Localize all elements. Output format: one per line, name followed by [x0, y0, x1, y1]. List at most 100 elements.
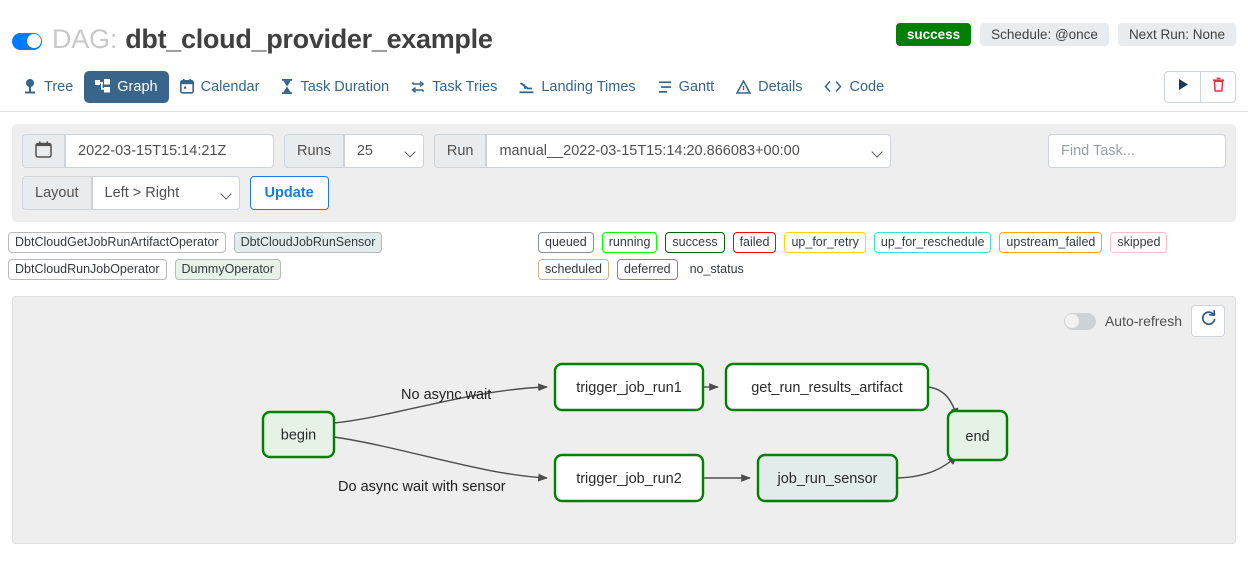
layout-group: Layout Left > Right: [22, 176, 240, 210]
legend-status-no-status[interactable]: no_status: [689, 262, 744, 276]
tree-icon: [23, 79, 37, 94]
edge-begin-to-trigger2: [333, 436, 548, 482]
legend-status-success[interactable]: success: [665, 232, 725, 253]
toolbar-row-secondary: Layout Left > Right Update: [22, 176, 1226, 210]
header-badges: success Schedule: @once Next Run: None: [895, 22, 1236, 46]
execution-date-input[interactable]: 2022-03-15T15:14:21Z: [65, 134, 274, 168]
graph-canvas[interactable]: Auto-refresh No async wait Do async wait…: [12, 296, 1236, 544]
node-get-run-results-artifact[interactable]: get_run_results_artifact: [724, 362, 930, 412]
tab-calendar[interactable]: Calendar: [169, 71, 271, 103]
refresh-icon: [1200, 309, 1217, 332]
landing-icon: [519, 80, 534, 94]
update-button[interactable]: Update: [249, 176, 329, 210]
calendar-button[interactable]: [22, 134, 65, 168]
refresh-button[interactable]: [1191, 305, 1225, 337]
legend-status-up-for-retry[interactable]: up_for_retry: [784, 232, 866, 253]
node-label: end: [965, 429, 989, 445]
calendar-icon: [35, 140, 52, 162]
node-label: trigger_job_run1: [576, 380, 682, 396]
tab-label: Gantt: [678, 78, 715, 95]
runs-group: Runs 25: [284, 134, 424, 168]
code-icon: [824, 80, 842, 93]
tab-tree[interactable]: Tree: [12, 71, 84, 103]
node-label: get_run_results_artifact: [751, 380, 903, 396]
legend-status-up-for-reschedule[interactable]: up_for_reschedule: [873, 232, 992, 253]
legend-operator-chip[interactable]: DbtCloudJobRunSensor: [233, 232, 383, 253]
tab-label: Tree: [44, 78, 74, 95]
graph-edge-labels: No async wait Do async wait with sensor: [338, 387, 506, 495]
node-end[interactable]: end: [946, 409, 1009, 462]
legend-status-deferred[interactable]: deferred: [617, 259, 678, 280]
dag-pause-toggle[interactable]: [12, 32, 42, 50]
legend-status-queued[interactable]: queued: [538, 232, 594, 253]
delete-dag-button[interactable]: [1200, 70, 1236, 103]
retry-icon: [411, 80, 425, 94]
legend-status-upstream-failed[interactable]: upstream_failed: [999, 232, 1103, 253]
hourglass-icon: [281, 79, 293, 94]
status-badge: success: [895, 22, 972, 46]
legend-status-scheduled[interactable]: scheduled: [538, 259, 609, 280]
tab-label: Task Tries: [432, 78, 498, 95]
graph-nodes[interactable]: begin trigger_job_run1 get_run_results_a…: [261, 362, 1009, 503]
tab-code[interactable]: Code: [813, 71, 895, 103]
node-job-run-sensor[interactable]: job_run_sensor: [756, 453, 899, 503]
edge-label: Do async wait with sensor: [338, 479, 506, 495]
toolbar-row-primary: 2022-03-15T15:14:21Z Runs 25 Run manual_…: [22, 134, 1226, 168]
edge-sensor-to-end: [896, 455, 958, 479]
run-select[interactable]: manual__2022-03-15T15:14:20.866083+00:00: [486, 134, 892, 168]
tab-label: Landing Times: [541, 78, 636, 95]
calendar-icon: [179, 79, 194, 94]
tab-label: Graph: [117, 78, 158, 95]
node-trigger-job-run2[interactable]: trigger_job_run2: [553, 453, 705, 503]
tab-landing-times[interactable]: Landing Times: [508, 71, 646, 103]
legend-operator-chip[interactable]: DbtCloudRunJobOperator: [8, 259, 167, 280]
graph-icon: [95, 79, 111, 94]
tab-label: Details: [758, 78, 803, 95]
node-begin[interactable]: begin: [261, 410, 336, 459]
run-group: Run manual__2022-03-15T15:14:20.866083+0…: [433, 134, 892, 168]
next-run-badge: Next Run: None: [1117, 22, 1236, 46]
run-toolbar: 2022-03-15T15:14:21Z Runs 25 Run manual_…: [12, 124, 1236, 222]
page-header: DAG: dbt_cloud_provider_example success …: [0, 0, 1248, 62]
page-title: dbt_cloud_provider_example: [125, 23, 493, 54]
gantt-icon: [658, 80, 672, 94]
node-label: trigger_job_run2: [576, 471, 682, 487]
tab-label: Task Duration: [300, 78, 390, 95]
tab-details[interactable]: Details: [725, 71, 813, 103]
dag-word-label: DAG:: [52, 23, 118, 54]
tab-task-duration[interactable]: Task Duration: [270, 71, 400, 103]
legend-status-failed[interactable]: failed: [732, 232, 777, 253]
warning-triangle-icon: [736, 79, 752, 94]
execution-date-group: 2022-03-15T15:14:21Z: [22, 134, 274, 168]
tab-task-tries[interactable]: Task Tries: [400, 71, 508, 103]
legend: DbtCloudGetJobRunArtifactOperator DbtClo…: [0, 222, 1248, 288]
dag-graph[interactable]: No async wait Do async wait with sensor …: [13, 297, 1235, 544]
graph-controls: Auto-refresh: [1063, 305, 1225, 337]
trash-icon: [1212, 77, 1225, 97]
layout-label: Layout: [22, 176, 92, 210]
legend-status-skipped[interactable]: skipped: [1110, 232, 1168, 253]
view-tabs: Tree Graph Calendar Task Duration Task T…: [0, 62, 1248, 112]
layout-select[interactable]: Left > Right: [91, 176, 240, 210]
schedule-badge[interactable]: Schedule: @once: [980, 22, 1109, 46]
trigger-dag-button[interactable]: [1164, 70, 1200, 103]
legend-status-running[interactable]: running: [601, 232, 658, 253]
node-label: begin: [281, 428, 316, 444]
play-icon: [1177, 78, 1189, 96]
run-label: Run: [433, 134, 487, 168]
legend-operator-chip[interactable]: DbtCloudGetJobRunArtifactOperator: [8, 232, 226, 253]
runs-label: Runs: [284, 134, 344, 168]
legend-operator-chip[interactable]: DummyOperator: [174, 259, 281, 280]
node-trigger-job-run1[interactable]: trigger_job_run1: [553, 362, 705, 412]
auto-refresh-label: Auto-refresh: [1104, 313, 1182, 329]
tab-graph[interactable]: Graph: [84, 70, 169, 103]
dag-actions: [1164, 70, 1236, 103]
tab-label: Calendar: [200, 78, 260, 95]
auto-refresh-toggle[interactable]: [1063, 312, 1096, 330]
find-task-input[interactable]: Find Task...: [1048, 134, 1226, 168]
edge-begin-to-trigger1: [333, 383, 548, 424]
runs-select[interactable]: 25: [343, 134, 424, 168]
node-label: job_run_sensor: [777, 471, 878, 487]
tab-gantt[interactable]: Gantt: [647, 71, 725, 103]
edge-label: No async wait: [401, 387, 491, 403]
